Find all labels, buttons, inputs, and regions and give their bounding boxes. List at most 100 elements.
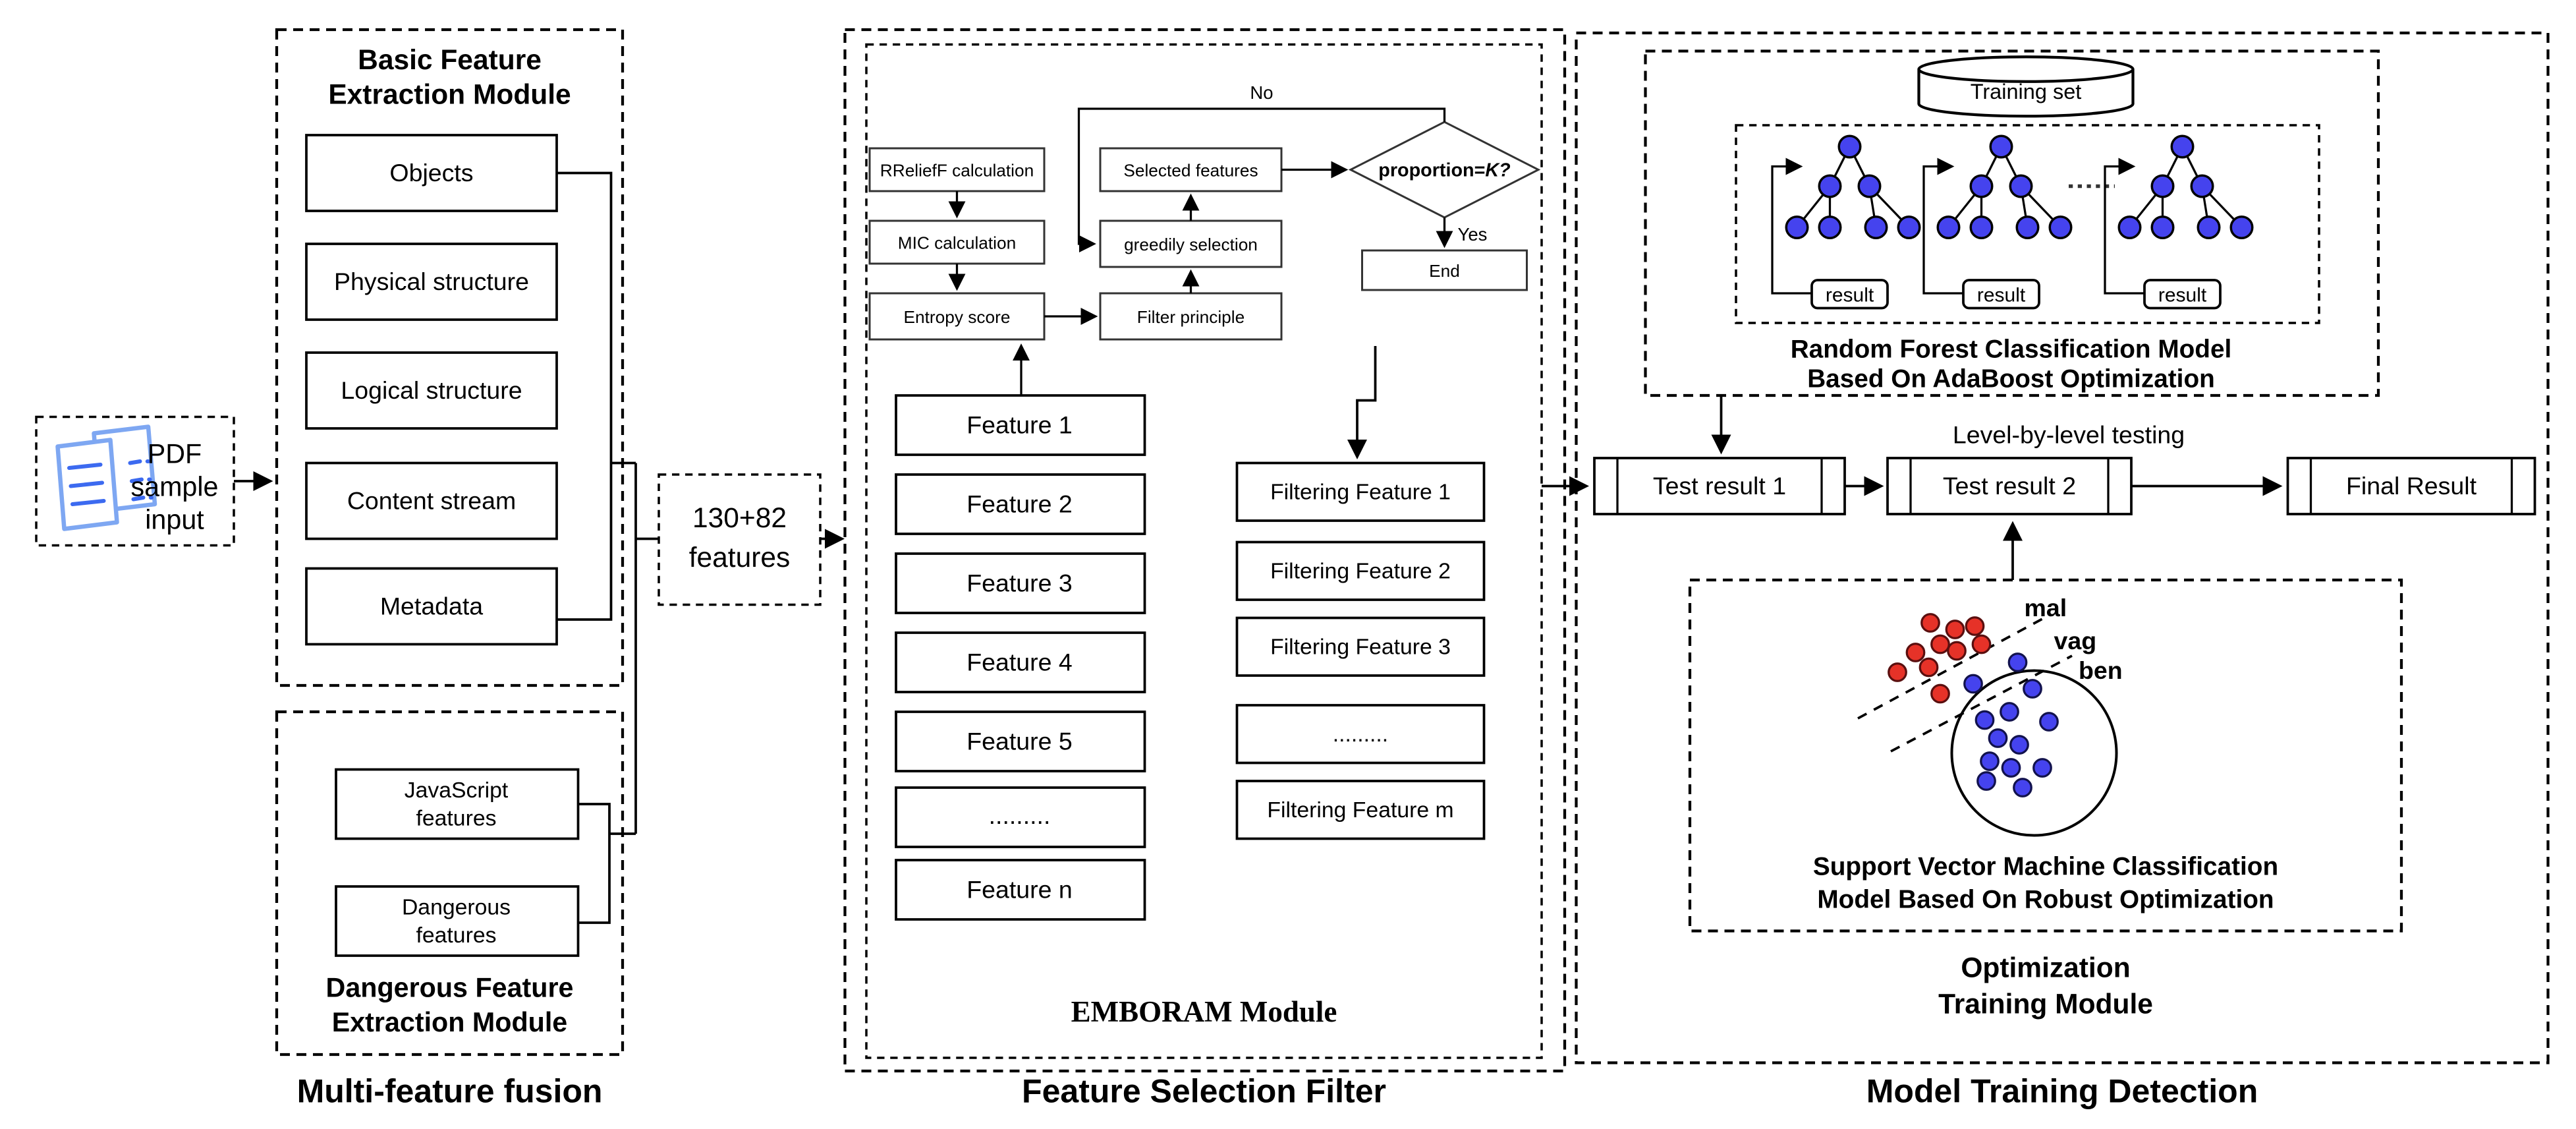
dangerous-feature-extraction-module: JavaScript features Dangerous features D…	[275, 710, 636, 1057]
badge-line1: 130+82	[692, 503, 787, 534]
svm-malicious-dots	[1888, 613, 1992, 704]
connector-to-filtering-column	[1347, 346, 1377, 459]
svm-dashed-box	[1688, 578, 2403, 933]
feature-ellipsis-label: .........	[989, 801, 1051, 829]
svm-ben-circle	[1950, 669, 2118, 837]
rrelieff-box	[868, 147, 1046, 192]
feature-selection-filter-section: RReliefF calculation MIC calculation Ent…	[843, 28, 1589, 1110]
trees-dashed-box	[1735, 124, 2320, 324]
tree-2-result-label: result	[1977, 285, 2026, 306]
dangerous-features-label1: Dangerous	[402, 895, 511, 920]
random-forest-module: Training set result	[1644, 49, 2380, 397]
feature-n-label: Feature n	[966, 876, 1073, 904]
filter-principle-box	[1099, 292, 1283, 341]
feature-1-label: Feature 1	[966, 411, 1073, 439]
basic-box-physical-label: Physical structure	[334, 268, 529, 295]
final-result-node: Final Result	[2286, 457, 2536, 515]
mic-label: MIC calculation	[898, 233, 1016, 253]
feature-2-label: Feature 2	[966, 490, 1073, 518]
svm-vag-label: vag	[2054, 627, 2097, 654]
decision-tree-1: result	[1771, 134, 1921, 310]
optimization-label-line1: Optimization	[1961, 953, 2130, 984]
tree-1-result-box	[1810, 279, 1889, 310]
tree-3-result-box	[2143, 279, 2222, 310]
basic-box-physical	[305, 243, 558, 321]
javascript-features-label1: JavaScript	[405, 778, 509, 803]
basic-box-objects-label: Objects	[389, 159, 473, 187]
dangerous-module-title-line2: Extraction Module	[332, 1007, 568, 1037]
svm-ben-label: ben	[2079, 656, 2123, 684]
tree-1-result-label: result	[1826, 285, 1874, 306]
dangerous-features-label2: features	[416, 923, 497, 948]
basic-bracket-connector	[557, 171, 613, 621]
pdf-icon-text-lines	[67, 459, 154, 506]
basic-module-title-line2: Extraction Module	[328, 80, 571, 111]
basic-box-logical-label: Logical structure	[341, 376, 522, 404]
entropy-label: Entropy score	[904, 307, 1011, 327]
filtering-m-label: Filtering Feature m	[1267, 797, 1453, 823]
filter-principle-label: Filter principle	[1137, 307, 1245, 327]
feature-box-2	[895, 473, 1146, 535]
dangerous-bracket-connector	[578, 803, 611, 924]
basic-box-metadata-label: Metadata	[380, 593, 483, 620]
feature-box-ellipsis	[895, 786, 1146, 848]
dangerous-module-title-line1: Dangerous Feature	[326, 973, 574, 1003]
entropy-box	[868, 292, 1046, 341]
svm-module: mal vag ben Support Vector Machine Class…	[1688, 578, 2403, 933]
test-result-1-label: Test result 1	[1653, 472, 1786, 500]
proportion-decision-diamond	[1348, 121, 1541, 219]
optimization-label-line2: Training Module	[1938, 989, 2153, 1020]
end-label: End	[1429, 261, 1460, 281]
yes-label: Yes	[1458, 224, 1488, 245]
feature-5-label: Feature 5	[966, 728, 1073, 755]
test-result-1-node: Test result 1	[1593, 457, 1846, 515]
basic-box-content	[305, 461, 558, 540]
tree-2-result-box	[1962, 279, 2040, 310]
fusion-caption: Multi-feature fusion	[297, 1073, 603, 1110]
emboram-flowchart: RReliefF calculation MIC calculation Ent…	[868, 82, 1541, 459]
filtering-ellipsis-label: .........	[1333, 722, 1388, 747]
feature-4-label: Feature 4	[966, 649, 1073, 676]
decision-tree-2: result	[1922, 134, 2073, 310]
basic-box-logical	[305, 351, 558, 430]
basic-box-metadata	[305, 567, 558, 646]
svm-title-line2: Model Based On Robust Optimization	[1817, 886, 2274, 914]
tree-1-loop	[1771, 158, 1812, 295]
tree-3-loop	[2104, 158, 2144, 295]
pdf-input-dashed-box	[35, 415, 235, 547]
training-set-label: Training set	[1971, 80, 2082, 103]
tree-1-nodes	[1785, 134, 1921, 239]
basic-box-content-label: Content stream	[347, 487, 516, 515]
final-result-label: Final Result	[2346, 472, 2477, 500]
tree-2-loop	[1922, 158, 1963, 295]
selection-caption: Feature Selection Filter	[1022, 1073, 1386, 1110]
javascript-features-label2: features	[416, 806, 497, 831]
rf-title-line1: Random Forest Classification Model	[1791, 335, 2232, 364]
pdf-document-icon	[55, 424, 157, 531]
filtering-1-label: Filtering Feature 1	[1270, 480, 1451, 505]
feature-3-label: Feature 3	[966, 569, 1073, 597]
rf-title-line2: Based On AdaBoost Optimization	[1807, 365, 2215, 393]
feature-box-1	[895, 394, 1146, 456]
testing-pipeline: Level-by-level testing Test result 1 Tes…	[1593, 395, 2536, 580]
filtering-3-label: Filtering Feature 3	[1270, 635, 1451, 660]
badge-dashed-box	[658, 473, 822, 606]
basic-module-title-line1: Basic Feature	[358, 45, 542, 76]
filtering-feature-column: Filtering Feature 1 Filtering Feature 2 …	[1235, 461, 1486, 840]
filtering-box-2	[1235, 540, 1486, 601]
training-outer-dashed-box	[1575, 31, 2550, 1064]
pdf-label-line1: PDF	[148, 439, 202, 469]
badge-line2: features	[689, 542, 791, 573]
end-box	[1361, 249, 1528, 291]
feature-box-5	[895, 710, 1146, 772]
basic-feature-extraction-module: Basic Feature Extraction Module Objects …	[275, 28, 636, 687]
greedily-selection-box	[1099, 219, 1283, 268]
tree-3-nodes	[2117, 134, 2254, 239]
level-by-level-label: Level-by-level testing	[1953, 421, 2185, 449]
test-result-2-label: Test result 2	[1943, 472, 2076, 500]
proportion-decision-label: proportion=K?	[1378, 160, 1510, 181]
features-count-badge: 130+82 features	[658, 473, 822, 606]
selection-outer-dashed-box	[843, 28, 1567, 1073]
filtering-box-ellipsis	[1235, 704, 1486, 765]
